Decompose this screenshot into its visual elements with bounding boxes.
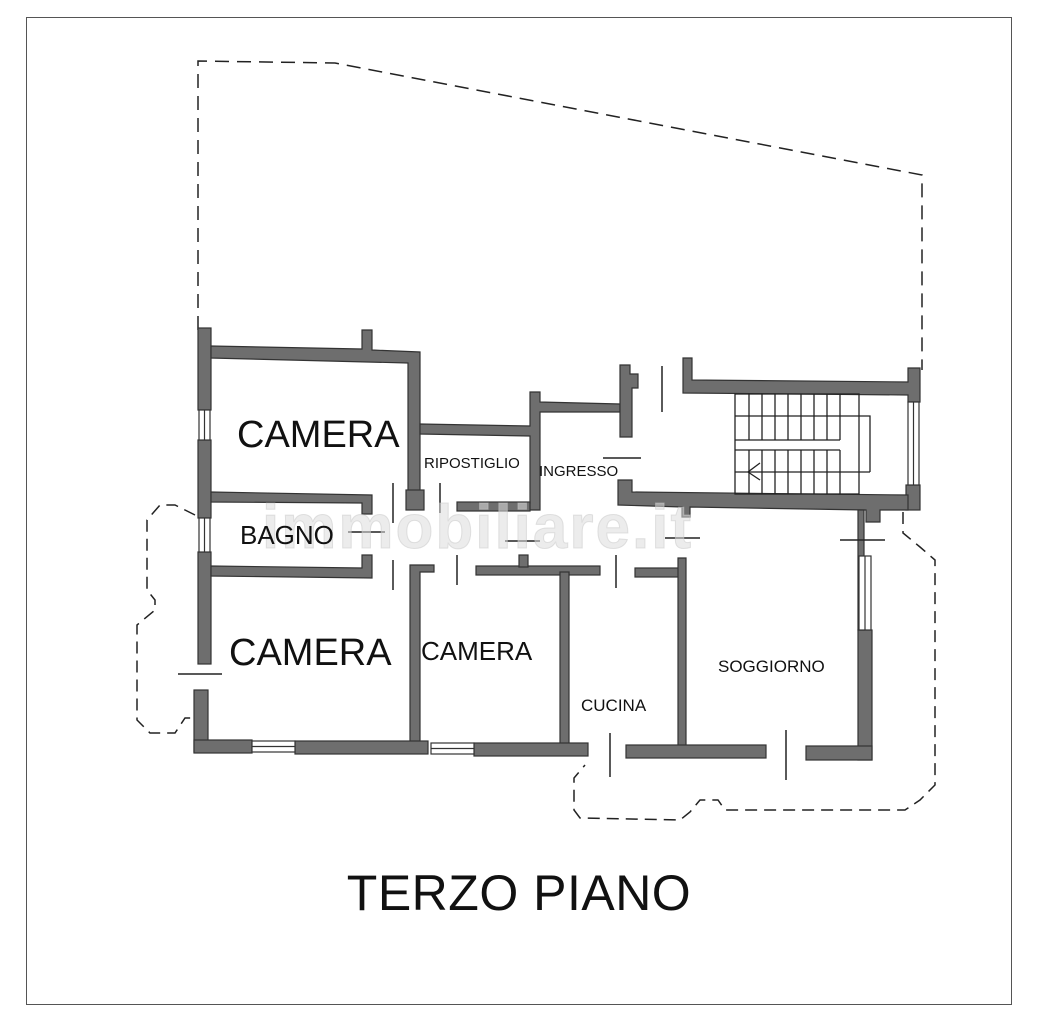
windows (198, 401, 920, 755)
walls (193, 327, 921, 761)
room-label-camera-1: CAMERA (237, 414, 400, 456)
room-label-soggiorno: SOGGIORNO (718, 657, 825, 676)
floor-title: TERZO PIANO (346, 865, 692, 921)
room-label-ingresso: INGRESSO (539, 463, 619, 480)
room-label-camera-2: CAMERA (229, 632, 392, 674)
staircase (734, 393, 871, 495)
balcony-outline-left (136, 504, 196, 734)
room-label-bagno: BAGNO (240, 520, 334, 550)
room-label-ripostiglio: RIPOSTIGLIO (424, 455, 520, 472)
stair-direction-arrow-icon (746, 462, 761, 481)
room-label-camera-3: CAMERA (421, 636, 533, 666)
room-label-cucina: CUCINA (581, 696, 647, 715)
balcony-outline-right (573, 512, 936, 821)
terrace-outline-top (197, 60, 923, 370)
plan-frame (26, 17, 1012, 1005)
door-lines (178, 366, 885, 780)
